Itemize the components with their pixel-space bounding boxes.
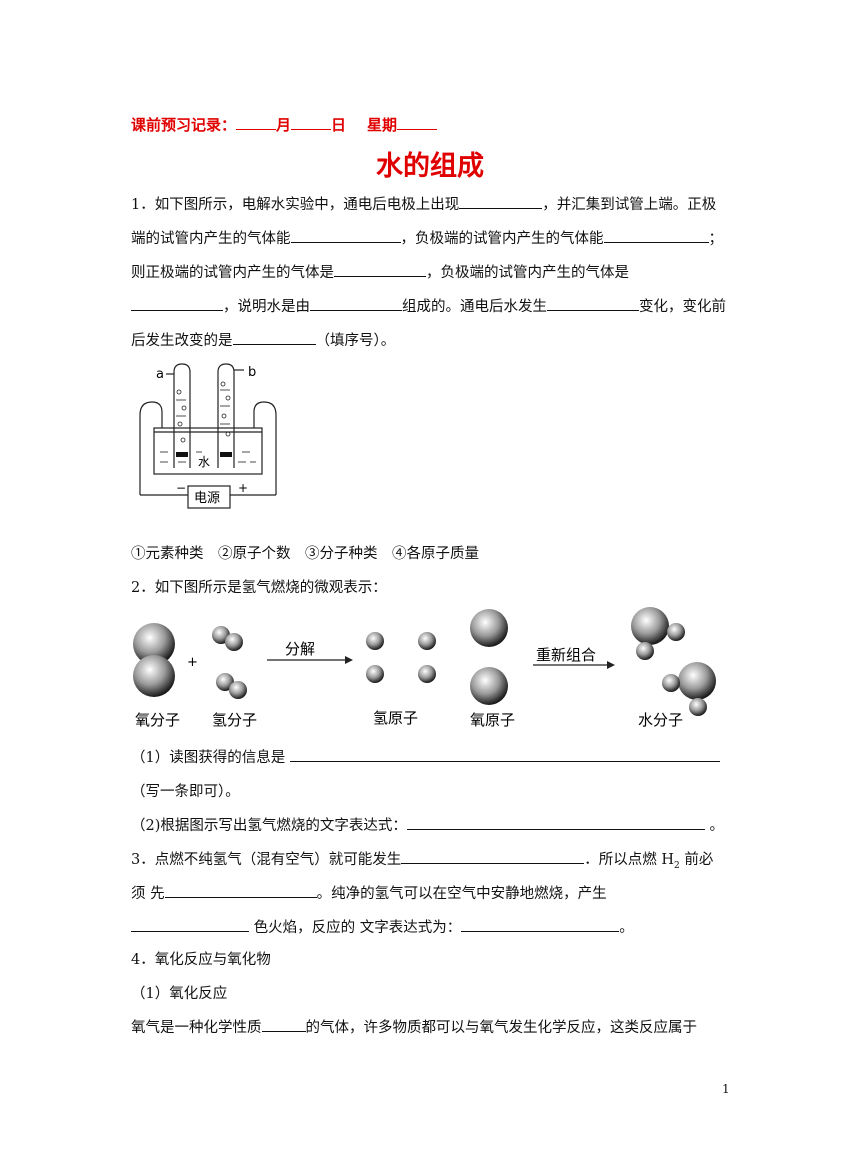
- q4-title: 4．氧化反应与氧化物: [131, 952, 271, 968]
- water-label: 水: [198, 455, 210, 469]
- q4-blank-1[interactable]: [261, 1017, 306, 1032]
- water-hydrogen-atom: [636, 642, 654, 660]
- power-source-label: 电源: [194, 491, 220, 506]
- q1-blank-7[interactable]: [547, 296, 639, 311]
- water-hydrogen-atom: [689, 698, 707, 716]
- q1-blank-4[interactable]: [334, 262, 426, 277]
- decompose-label: 分解: [285, 640, 315, 658]
- oxygen-atom: [470, 667, 508, 705]
- page-number: 1: [722, 1082, 730, 1096]
- hydrogen-atom: [366, 632, 384, 650]
- q1-blank-3[interactable]: [603, 228, 709, 243]
- hydrogen-atom: [229, 681, 247, 699]
- tube-label-a: a: [156, 367, 164, 382]
- label-oxygen-atom: 氧原子: [470, 711, 515, 729]
- tube-label-b: b: [248, 365, 256, 380]
- q1-options: ①元素种类 ②原子个数 ③分子种类 ④各原子质量: [131, 546, 479, 562]
- q1-blank-5[interactable]: [131, 296, 223, 311]
- month-label: 月: [276, 116, 292, 134]
- water-oxygen-atom: [678, 662, 716, 700]
- q2-blank-1[interactable]: [289, 747, 720, 762]
- water-oxygen-atom: [631, 607, 669, 645]
- plus-sign: +: [187, 655, 198, 670]
- q2-blank-2[interactable]: [406, 815, 705, 830]
- q1-line-2: 端的试管内产生的气体能，负极端的试管内产生的气体能；: [131, 227, 723, 248]
- q1-blank-2[interactable]: [290, 228, 401, 243]
- day-label: 日: [331, 116, 347, 134]
- q2-intro: 2．如下图所示是氢气燃烧的微观表示：: [131, 580, 387, 596]
- q3-blank-1[interactable]: [401, 849, 585, 864]
- page-title: 水的组成: [376, 151, 484, 182]
- hydrogen-atom: [366, 665, 384, 683]
- q1-line-3: 则正极端的试管内产生的气体是，负极端的试管内产生的气体是: [131, 261, 629, 282]
- month-blank[interactable]: [236, 115, 277, 130]
- hydrogen-atom: [216, 673, 234, 691]
- label-oxygen-molecule: 氧分子: [135, 711, 180, 729]
- label-hydrogen-atom: 氢原子: [373, 709, 418, 727]
- preview-record-label: 课前预习记录：: [131, 116, 237, 134]
- label-hydrogen-molecule: 氢分子: [212, 711, 257, 729]
- oxygen-atom: [133, 655, 175, 697]
- oxygen-atom: [133, 623, 175, 665]
- weekday-blank[interactable]: [396, 115, 437, 130]
- q1-line-4: ，说明水是由组成的。通电后水发生变化，变化前: [131, 295, 726, 316]
- hydrogen-atom: [418, 632, 436, 650]
- q3-line-2: 须 先。纯净的氢气可以在空气中安静地燃烧，产生: [131, 882, 607, 903]
- q3-blank-3[interactable]: [131, 917, 249, 932]
- hydrogen-combustion-diagram: + 分解 重新组合 氧分子 氢分子 氢原子 氧原子 水分子: [133, 607, 716, 729]
- water-hydrogen-atom: [662, 674, 680, 692]
- q4-subheading: （1）氧化反应: [131, 986, 228, 1002]
- positive-terminal: +: [238, 481, 248, 495]
- q3-blank-2[interactable]: [164, 883, 317, 898]
- q4-line-1: 氧气是一种化学性质的气体，许多物质都可以与氧气发生化学反应，这类反应属于: [131, 1016, 697, 1037]
- preview-record-header: 课前预习记录： 月 日 星期: [131, 114, 437, 135]
- q1-blank-6[interactable]: [310, 296, 402, 311]
- q3-line-3: 色火焰，反应的 文字表达式为：。: [131, 916, 634, 937]
- q1-blank-8[interactable]: [232, 330, 316, 345]
- q3-line-1: 3．点燃不纯氢气（混有空气）就可能发生．所以点燃 H2 前必: [131, 848, 713, 871]
- day-blank[interactable]: [291, 115, 332, 130]
- oxygen-atom: [470, 609, 508, 647]
- electrolysis-apparatus-diagram: a b 水 电源 − +: [139, 363, 277, 509]
- q2-part1: （1）读图获得的信息是: [131, 746, 720, 767]
- q3-blank-4[interactable]: [461, 917, 620, 932]
- hydrogen-atom: [418, 665, 436, 683]
- q2-part2: （2)根据图示写出氢气燃烧的文字表达式： 。: [131, 814, 724, 835]
- q1-line-5: 后发生改变的是（填序号）。: [131, 329, 395, 350]
- label-water-molecule: 水分子: [638, 711, 683, 729]
- q1-line-1: 1．如下图所示，电解水实验中，通电后电极上出现，并汇集到试管上端。正极: [131, 193, 716, 214]
- q1-blank-1[interactable]: [459, 194, 543, 209]
- hydrogen-atom: [225, 633, 243, 651]
- q2-part1-note: （写一条即可）。: [131, 784, 240, 800]
- water-hydrogen-atom: [667, 623, 685, 641]
- recombine-label: 重新组合: [536, 646, 596, 664]
- weekday-label: 星期: [366, 116, 397, 134]
- negative-terminal: −: [176, 481, 186, 495]
